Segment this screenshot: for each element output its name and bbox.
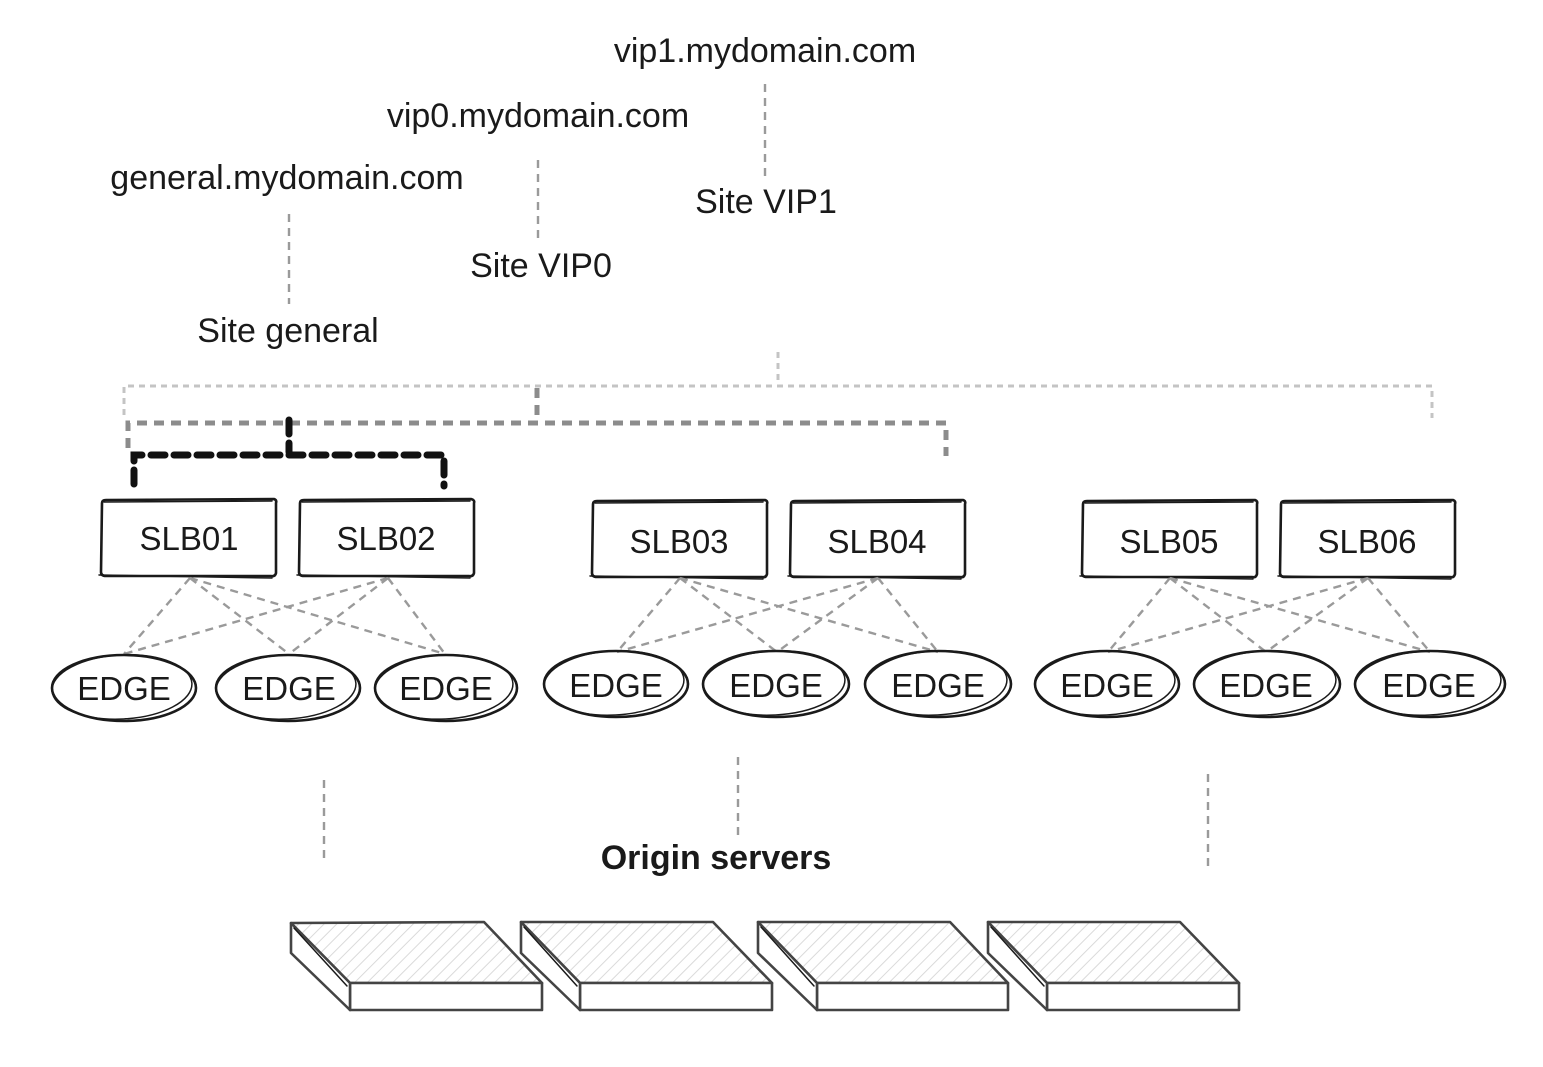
slb03-label: SLB03: [629, 523, 728, 560]
edge-node-5: EDGE: [701, 649, 851, 719]
slb04-label: SLB04: [827, 523, 926, 560]
site-general-label: Site general: [197, 312, 378, 350]
slb05-label: SLB05: [1119, 523, 1218, 560]
edge-node-1: EDGE: [50, 653, 198, 723]
domain-vip1-label: vip1.mydomain.com: [614, 32, 916, 70]
edge-node-8: EDGE: [1192, 649, 1342, 719]
slb03-node: SLB03: [589, 498, 769, 580]
edge-label-4: EDGE: [569, 667, 663, 704]
slb01-node: SLB01: [98, 497, 278, 579]
slb02-label: SLB02: [336, 520, 435, 557]
edge-node-2: EDGE: [214, 653, 362, 723]
edge-label-6: EDGE: [891, 667, 985, 704]
slb-edge-links-group3: [1107, 576, 1431, 654]
slb05-node: SLB05: [1079, 498, 1259, 580]
origin-server-2: [519, 920, 774, 1012]
edge-node-3: EDGE: [373, 653, 519, 723]
domain-general-label: general.mydomain.com: [110, 159, 463, 197]
site-vip0-label: Site VIP0: [470, 247, 612, 285]
slb01-label: SLB01: [139, 520, 238, 557]
edge-node-9: EDGE: [1353, 649, 1507, 719]
edge-node-6: EDGE: [863, 649, 1013, 719]
site-general-bracket: [130, 416, 448, 490]
edge-label-5: EDGE: [729, 667, 823, 704]
edge-node-7: EDGE: [1033, 649, 1181, 719]
slb04-node: SLB04: [787, 498, 967, 580]
site-vip0-bracket: [125, 388, 949, 456]
edge-label-3: EDGE: [399, 670, 493, 707]
origin-server-3: [756, 920, 1010, 1012]
site-vip1-label: Site VIP1: [695, 183, 837, 221]
edge-label-8: EDGE: [1219, 667, 1313, 704]
site-vip1-bracket: [122, 352, 1434, 418]
slb-edge-links-group1: [123, 576, 446, 656]
origin-servers-title: Origin servers: [601, 839, 832, 877]
edge-label-2: EDGE: [242, 670, 336, 707]
edge-label-7: EDGE: [1060, 667, 1154, 704]
slb06-label: SLB06: [1317, 523, 1416, 560]
slb02-node: SLB02: [296, 497, 476, 579]
edge-label-9: EDGE: [1382, 667, 1476, 704]
slb-edge-links-group2: [616, 576, 939, 654]
origin-server-4: [986, 920, 1241, 1012]
slb06-node: SLB06: [1277, 498, 1457, 580]
edge-node-4: EDGE: [542, 649, 690, 719]
domain-vip0-label: vip0.mydomain.com: [387, 97, 689, 135]
origin-server-1: [289, 920, 544, 1012]
edge-label-1: EDGE: [77, 670, 171, 707]
